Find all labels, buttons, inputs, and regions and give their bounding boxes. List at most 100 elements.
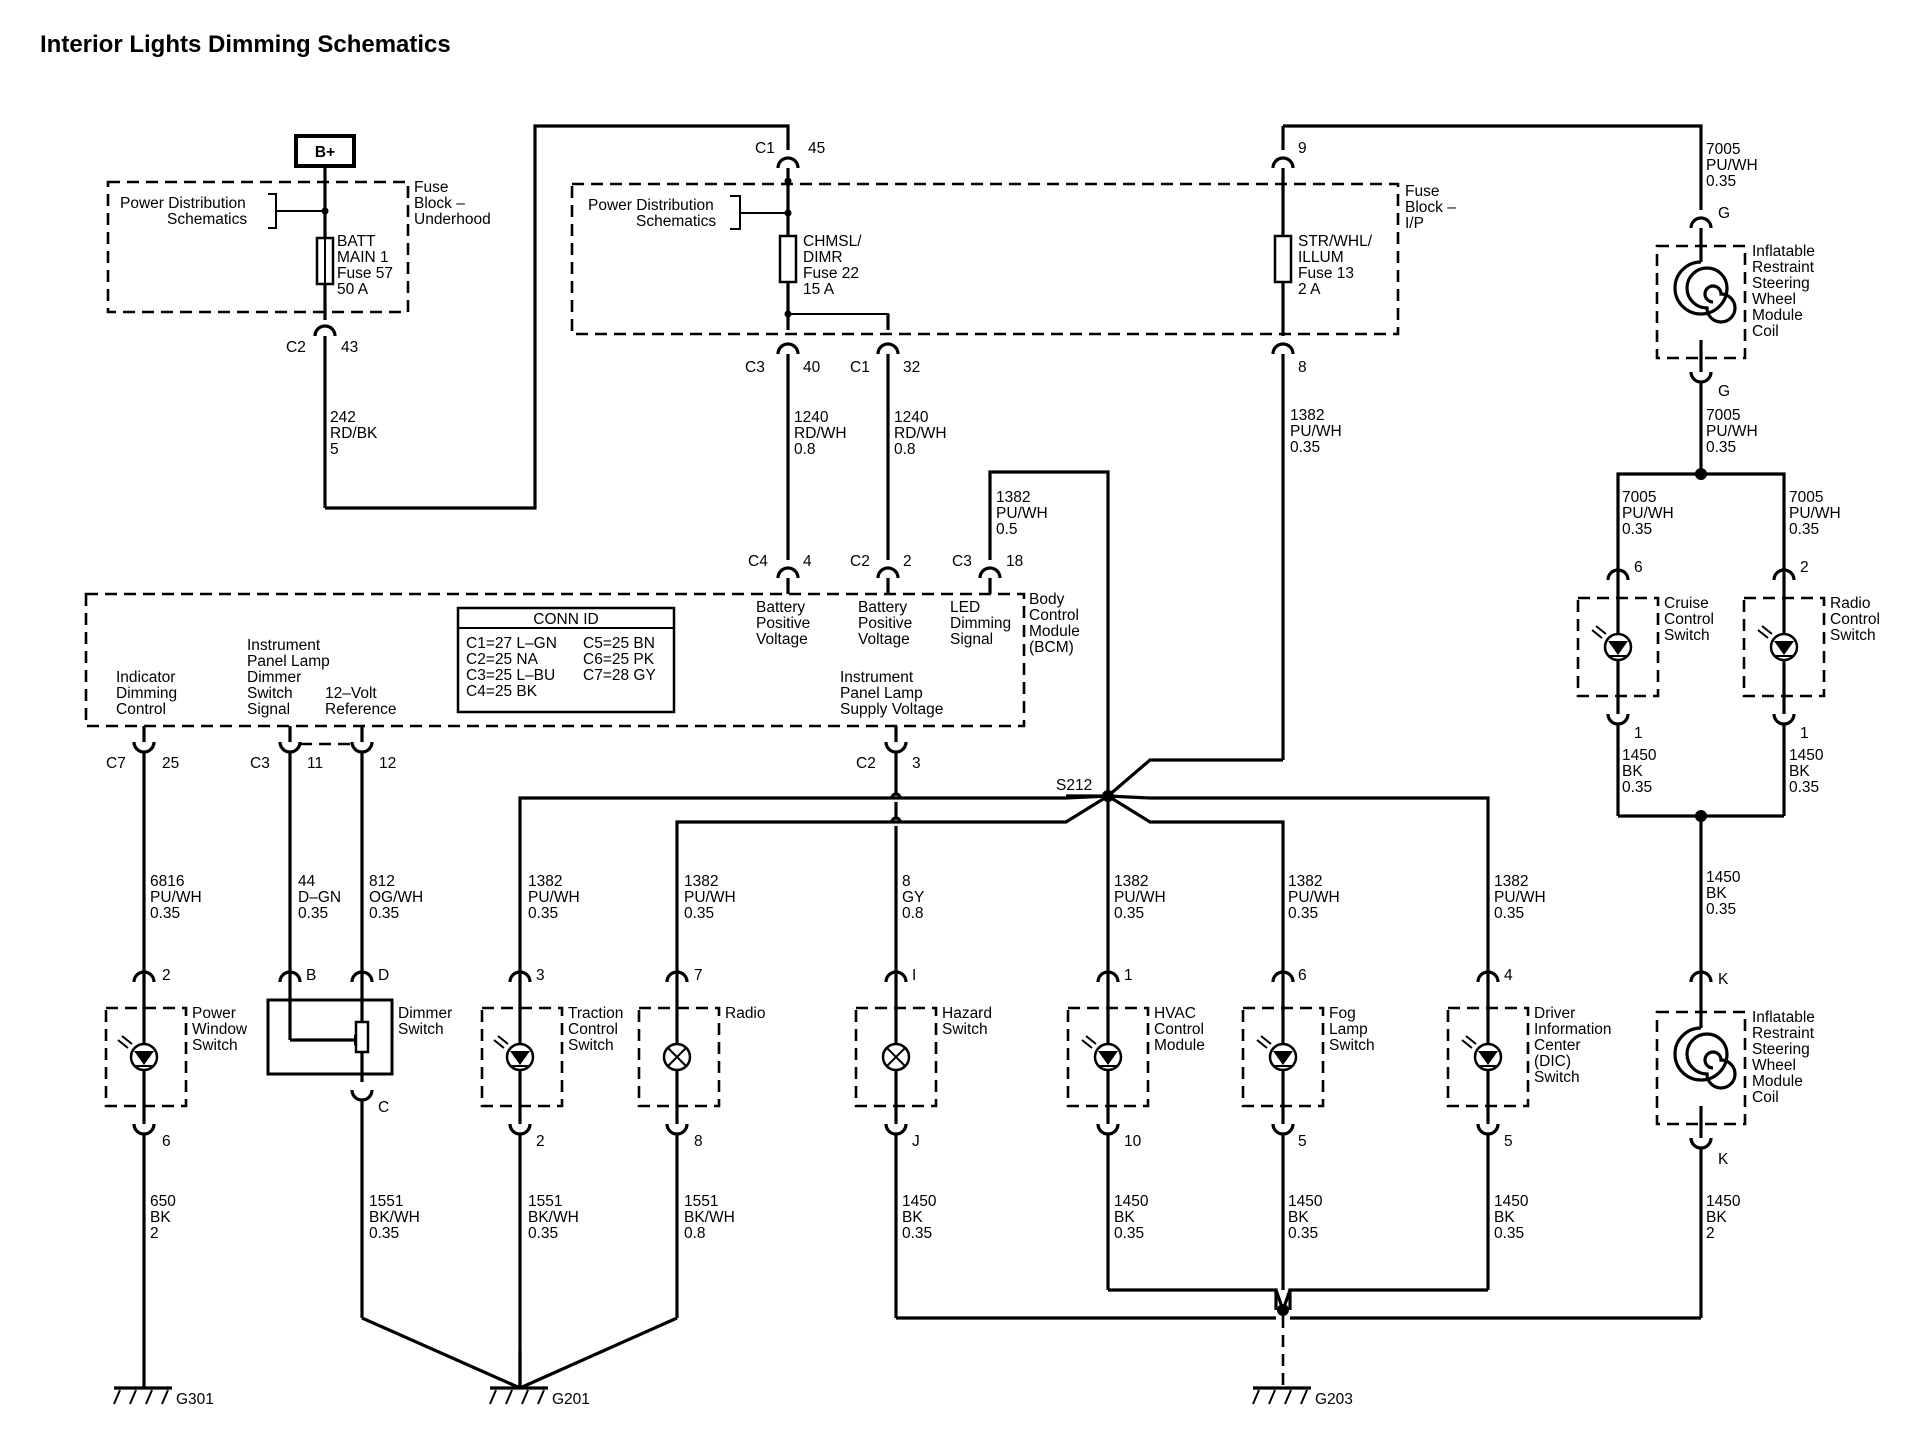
led-icon (1757, 625, 1799, 662)
wire-650-label: 650 BK 2 (150, 1193, 176, 1242)
svg-text:BK: BK (1706, 1209, 1727, 1226)
svg-text:(DIC): (DIC) (1534, 1053, 1571, 1070)
wire-7005-mid-label: 7005 PU/WH 0.35 (1706, 407, 1758, 456)
wire-1551-a-label: 1551 BK/WH 0.35 (369, 1193, 420, 1242)
svg-text:Center: Center (1534, 1037, 1581, 1054)
pin-label: G (1718, 383, 1730, 400)
connector-fog-top (1271, 970, 1295, 983)
svg-text:BK: BK (150, 1209, 171, 1226)
pin-label: 1 (1124, 967, 1133, 984)
svg-text:0.35: 0.35 (1622, 521, 1652, 538)
pin-label: 6 (1634, 559, 1643, 576)
connector-dim-b (278, 970, 302, 983)
fuse-block-underhood (106, 180, 410, 314)
dimmer-label: Dimmer Switch (398, 1005, 452, 1038)
ground-icon-g301 (113, 1386, 172, 1405)
coil-icon (1673, 260, 1737, 324)
svg-text:DIMR: DIMR (803, 249, 843, 266)
connector-c7-25 (132, 741, 156, 754)
svg-text:0.8: 0.8 (794, 441, 816, 458)
fuse-22 (778, 234, 798, 284)
svg-text:Schematics: Schematics (636, 213, 716, 230)
connector-dim-c (350, 1089, 374, 1102)
svg-text:Supply Voltage: Supply Voltage (840, 701, 943, 718)
svg-text:12–Volt: 12–Volt (325, 685, 377, 702)
svg-text:5: 5 (330, 441, 339, 458)
svg-text:HVAC: HVAC (1154, 1005, 1196, 1022)
coil-bot-label: Inflatable Restraint Steering Wheel Modu… (1752, 1009, 1815, 1106)
svg-text:RD/BK: RD/BK (330, 425, 378, 442)
svg-text:Restraint: Restraint (1752, 259, 1815, 276)
connector-pw-bot (132, 1123, 156, 1136)
connector-hvac-top (1096, 970, 1120, 983)
svg-text:PU/WH: PU/WH (150, 889, 202, 906)
svg-text:Switch: Switch (942, 1021, 988, 1038)
connector-haz-bot (884, 1123, 908, 1136)
bcm-pin-ipl-dimmer-signal: Instrument Panel Lamp Dimmer Switch Sign… (247, 637, 330, 718)
svg-text:Window: Window (192, 1021, 248, 1038)
connector-g-bot (1689, 371, 1713, 384)
svg-text:Block –: Block – (414, 195, 465, 212)
pin-label: 2 (162, 967, 171, 984)
wire-1382-radio-label: 1382 PU/WH 0.35 (684, 873, 736, 922)
pin-label: B (306, 967, 316, 984)
svg-text:C4=25 BK: C4=25 BK (466, 683, 538, 700)
svg-text:Control: Control (116, 701, 166, 718)
connector-label: C1 (755, 140, 775, 157)
pin-label: 11 (307, 755, 323, 772)
pin-label: 2 (1800, 559, 1809, 576)
pin-label: 7 (694, 967, 703, 984)
radio-control-label: Radio Control Switch (1830, 595, 1880, 644)
fuse-13-label: STR/WHL/ ILLUM Fuse 13 2 A (1298, 233, 1373, 298)
page-title: Interior Lights Dimming Schematics (40, 31, 451, 58)
svg-text:650: 650 (150, 1193, 176, 1210)
connector-label: C2 (856, 755, 876, 772)
connector-tc-top (508, 970, 532, 983)
svg-text:0.35: 0.35 (1114, 905, 1144, 922)
wire-1240-b-label: 1240 RD/WH 0.8 (894, 409, 947, 458)
traction-control-switch (480, 1006, 564, 1108)
svg-text:I/P: I/P (1405, 215, 1424, 232)
connector-8 (1271, 342, 1295, 355)
connector-dic-bot (1476, 1123, 1500, 1136)
pin-label: 1 (1634, 725, 1643, 742)
svg-text:BK: BK (902, 1209, 923, 1226)
svg-text:15 A: 15 A (803, 281, 835, 298)
connector-hvac-bot (1096, 1123, 1120, 1136)
svg-text:Positive: Positive (756, 615, 810, 632)
svg-text:Steering: Steering (1752, 275, 1810, 292)
svg-text:BK/WH: BK/WH (684, 1209, 735, 1226)
pin-label: 40 (803, 359, 821, 376)
pin-label: 1 (1800, 725, 1809, 742)
svg-text:RD/WH: RD/WH (794, 425, 847, 442)
svg-text:0.35: 0.35 (1706, 173, 1736, 190)
svg-text:0.8: 0.8 (894, 441, 916, 458)
svg-text:CONN ID: CONN ID (533, 611, 598, 628)
svg-text:PU/WH: PU/WH (1114, 889, 1166, 906)
bcm-pin-supply-voltage: Instrument Panel Lamp Supply Voltage (840, 669, 943, 718)
led-icon (1256, 1035, 1298, 1072)
svg-text:Fuse 13: Fuse 13 (1298, 265, 1354, 282)
potentiometer-icon (354, 1020, 370, 1054)
fog-lamp-label: Fog Lamp Switch (1329, 1005, 1375, 1054)
svg-text:0.35: 0.35 (1288, 1225, 1318, 1242)
svg-text:Voltage: Voltage (756, 631, 808, 648)
svg-text:Block –: Block – (1405, 199, 1456, 216)
svg-text:1382: 1382 (1494, 873, 1528, 890)
wire-7005-right-label: 7005 PU/WH 0.35 (1789, 489, 1841, 538)
svg-text:0.8: 0.8 (684, 1225, 706, 1242)
connector-label: C3 (745, 359, 765, 376)
svg-text:Radio: Radio (1830, 595, 1871, 612)
svg-text:1450: 1450 (1789, 747, 1824, 764)
pin-label: 45 (808, 140, 825, 157)
svg-text:CHMSL/: CHMSL/ (803, 233, 862, 250)
svg-text:Inflatable: Inflatable (1752, 243, 1815, 260)
svg-text:1382: 1382 (1288, 873, 1322, 890)
radio (637, 1006, 721, 1108)
svg-text:Switch: Switch (398, 1021, 444, 1038)
connector-dim-d (350, 970, 374, 983)
svg-text:Control: Control (1154, 1021, 1204, 1038)
svg-text:Schematics: Schematics (167, 211, 247, 228)
connector-label: C3 (952, 553, 972, 570)
